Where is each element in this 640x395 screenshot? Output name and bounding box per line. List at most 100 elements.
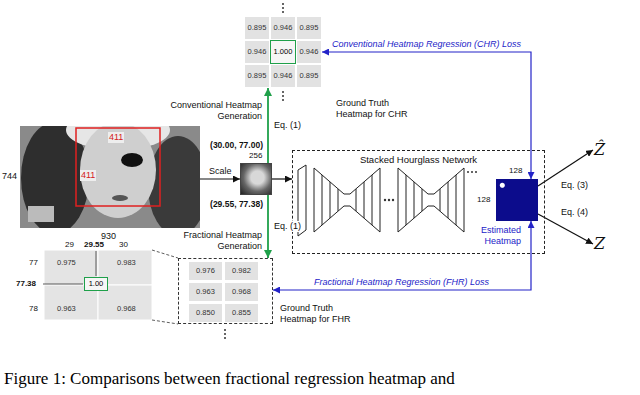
- axis-label: 29.55: [84, 240, 104, 250]
- flow-arrow: [267, 88, 269, 163]
- ellipsis-dots: [475, 171, 477, 173]
- output-label: Ẑ: [594, 140, 605, 160]
- heatmap-value: 0.982: [224, 261, 259, 281]
- hourglass-module: [398, 168, 464, 232]
- heatmap-value: 0.895: [296, 16, 322, 40]
- ellipsis-dots: [282, 95, 284, 97]
- hourglass-module: [406, 175, 407, 225]
- hourglass-module: [448, 182, 449, 218]
- input-photo-picture: [20, 126, 200, 228]
- hourglass-module: [456, 175, 457, 225]
- heatmap-value: 0.968: [224, 282, 259, 302]
- hourglass-module: [330, 182, 331, 218]
- hourglass-module: [338, 189, 339, 211]
- ellipsis-dots: [282, 99, 284, 101]
- figure-caption: Figure 1: Comparisons between fractional…: [4, 368, 455, 389]
- heatmap-value: 1.000: [270, 40, 296, 64]
- input-photo-picture: [121, 153, 143, 167]
- coordinate-label: (29.55, 77.38): [181, 199, 263, 210]
- axis-label: 30: [119, 240, 128, 250]
- axis-label: 77.38: [16, 279, 36, 289]
- edge-label: Conventional Heatmap Regression (CHR) Lo…: [331, 39, 522, 50]
- hourglass-module: [356, 189, 357, 211]
- zoom-line: [152, 320, 178, 324]
- coordinate-label: (30.00, 77.00): [181, 140, 263, 151]
- hourglass-module: [422, 189, 423, 211]
- edge-label: Scale: [208, 166, 233, 177]
- step-label: Fractional Heatmap Generation: [170, 230, 262, 252]
- heatmap-value: 0.963: [57, 304, 76, 314]
- heatmap-value: 0.855: [224, 303, 259, 323]
- zoom-line: [152, 250, 178, 324]
- edge-label: Fractional Heatmap Regression (FHR) Loss: [313, 277, 490, 288]
- hourglass-module: [314, 168, 380, 232]
- dimension-label: 744: [2, 171, 17, 181]
- flow-arrow: [272, 178, 292, 179]
- ellipsis-dots: [467, 171, 469, 173]
- network-title: Stacked Hourglass Network: [293, 154, 544, 165]
- input-photo-picture: [28, 206, 54, 222]
- edge-label: Eq. (3): [560, 180, 589, 191]
- input-photo-picture: [148, 136, 200, 228]
- scaled-image: (30.00, 77.00)(29.55, 77.38): [240, 163, 272, 195]
- ellipsis-dots: [224, 333, 226, 335]
- ellipsis-dots: [384, 199, 386, 201]
- zoom-line: [152, 250, 178, 258]
- ellipsis-dots: [282, 7, 284, 9]
- output-symbol: Z: [594, 234, 605, 254]
- hourglass-module: [364, 182, 365, 218]
- heatmap-value: 0.963: [188, 282, 223, 302]
- hourglass-module: [414, 182, 415, 218]
- dimension-label: 411: [80, 170, 96, 181]
- heatmap-value: 1.00: [84, 277, 108, 291]
- edge-label: Eq. (1): [273, 221, 302, 232]
- step-label: Conventional Heatmap Generation: [170, 100, 262, 122]
- output-label: Z: [594, 234, 605, 254]
- heatmap-value: 0.946: [296, 40, 322, 64]
- heatmap-value: 0.895: [296, 64, 322, 88]
- leader-line: [43, 284, 83, 285]
- hourglass-module: [440, 189, 441, 211]
- heatmap-value: 0.850: [188, 303, 223, 323]
- heatmap-value: 0.975: [57, 258, 76, 268]
- heatmap-value: 0.895: [244, 16, 270, 40]
- flow-arrow: [538, 214, 593, 244]
- dimension-label: 930: [101, 231, 116, 241]
- heatmap-value: 0.968: [117, 304, 136, 314]
- axis-label: 77: [29, 258, 38, 268]
- heatmap-value: 0.946: [244, 40, 270, 64]
- heatmap-value: 0.895: [244, 64, 270, 88]
- ellipsis-dots: [282, 3, 284, 5]
- ellipsis-dots: [224, 329, 226, 331]
- hourglass-module: [372, 175, 373, 225]
- input-photo-picture: [112, 195, 128, 201]
- edge-label: Eq. (1): [273, 120, 302, 131]
- ellipsis-dots: [224, 337, 226, 339]
- loss-arrow: [273, 221, 531, 290]
- heatmap-value: 0.946: [270, 16, 296, 40]
- dimension-label: 128: [509, 166, 522, 176]
- ellipsis-dots: [388, 199, 390, 201]
- axis-label: 29: [65, 240, 74, 250]
- ellipsis-dots: [282, 11, 284, 13]
- grid-title: Ground Truth Heatmap for FHR: [280, 303, 354, 325]
- heatmap-output: Estimated Heatmap: [496, 179, 538, 221]
- axis-label: 78: [29, 304, 38, 314]
- dimension-label: 256: [249, 151, 262, 161]
- dimension-label: 128: [477, 195, 490, 205]
- leader-line: [96, 251, 97, 276]
- edge-label: Eq. (4): [560, 207, 589, 218]
- input-photo-picture: [80, 126, 156, 218]
- heatmap-value: 0.976: [188, 261, 223, 281]
- grid-title: Ground Truth Heatmap for CHR: [336, 98, 416, 120]
- hourglass-module: [322, 175, 323, 225]
- flow-arrow: [267, 195, 269, 258]
- flow-arrow: [200, 178, 240, 179]
- heatmap-value: 0.946: [270, 64, 296, 88]
- network-box: Stacked Hourglass NetworkEstimated Heatm…: [292, 150, 545, 254]
- heatmap-title: Estimated Heatmap: [469, 225, 521, 247]
- dimension-label: 411: [108, 132, 124, 143]
- heatmap-value: 0.983: [117, 258, 136, 268]
- crop-box: [76, 128, 160, 206]
- input-photo: 411 411: [20, 126, 200, 228]
